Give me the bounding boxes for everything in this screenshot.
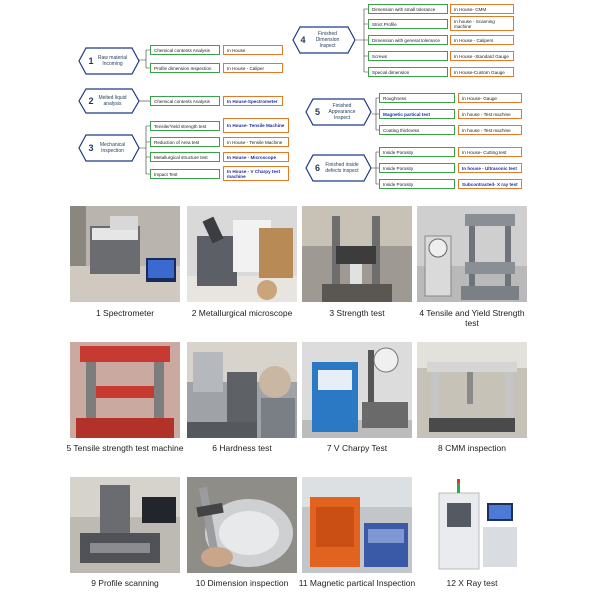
- inspect-1-method-1: In House: [223, 45, 283, 55]
- inspect-2-hexagon: 2 Melted liquid analysis: [78, 88, 140, 114]
- inspect-4-label: Finished Dimension Inspect: [315, 31, 340, 49]
- inspect-1-check-2: Profile dimension Inspection: [150, 63, 220, 73]
- inspect-4-method-1: In House- CMM: [450, 4, 514, 14]
- charpy-test-photo: [302, 342, 412, 438]
- inspect-6-label: Finished inside defects inspect: [325, 162, 359, 174]
- inspect-4-check-3: Dimension with general tolerance: [368, 35, 448, 45]
- caption-6: 6 Hardness test: [212, 443, 272, 453]
- inspect-6-method-3: Subcontracted- X ray test: [458, 179, 522, 189]
- microscope-photo: [187, 206, 297, 302]
- tensile-yield-photo: [417, 206, 527, 302]
- inspect-3-label: Mechanical Inspection: [99, 142, 126, 154]
- inspect-5-method-2: In house - Test machine: [458, 109, 522, 119]
- caption-12: 12 X Ray test: [446, 578, 498, 588]
- caption-2: 2 Metallurgical microscope: [191, 308, 293, 318]
- inspect-5-method-3: In house - Test machine: [458, 125, 522, 135]
- inspect-3-number: 3: [88, 143, 94, 153]
- caption-11: 11 Magnetic partical Inspection: [298, 578, 416, 588]
- inspect-2-method-1: In House-Spectrometer: [223, 96, 283, 106]
- inspect-2-number: 2: [88, 96, 94, 106]
- inspect-4-method-5: In House-Custom Gauge: [450, 67, 514, 77]
- inspect-6-method-1: In House- Cutting test: [458, 147, 522, 157]
- caption-9: 9 Profile scanning: [91, 578, 159, 588]
- inspect-3-method-3: In House - Microscope: [223, 152, 289, 162]
- inspect-4-check-4: Screws: [368, 51, 448, 61]
- inspect-3-method-4: In House - V Charpy test machine: [223, 166, 289, 181]
- inspect-3-check-1: Tensile/Yield strength test: [150, 121, 220, 131]
- inspect-4-check-1: Dimension with small tolerance: [368, 4, 448, 14]
- inspect-4-check-2: Strict Profile: [368, 19, 448, 29]
- inspect-4-method-2: In house - Scanning machine: [450, 16, 514, 31]
- profile-scanning-photo: [70, 477, 180, 573]
- inspect-2-label: Melted liquid analysis: [98, 95, 127, 107]
- hardness-test-photo: [187, 342, 297, 438]
- inspect-1-number: 1: [88, 56, 94, 66]
- inspect-1-check-1: Chemical contents Analysis: [150, 45, 220, 55]
- caption-5: 5 Tensile strength test machine: [66, 443, 184, 453]
- inspect-6-method-2: In house - Ultrasonic test: [458, 163, 522, 173]
- inspect-4-hexagon: 4 Finished Dimension Inspect: [292, 26, 356, 54]
- inspect-4-method-3: In House - Calipers: [450, 35, 514, 45]
- inspect-5-check-1: Roughness: [379, 93, 455, 103]
- tensile-machine-photo: [70, 342, 180, 438]
- inspect-5-check-3: Coating thickness: [379, 125, 455, 135]
- inspect-3-method-2: In House - Tensile Machine: [223, 137, 289, 147]
- inspect-3-check-4: Impact Test: [150, 169, 220, 179]
- inspect-3-method-1: In House- Tensile Machine: [223, 118, 289, 133]
- inspect-4-number: 4: [300, 35, 306, 45]
- inspect-6-check-2: Inside Porosity: [379, 163, 455, 173]
- inspect-5-method-1: In House- Gauge: [458, 93, 522, 103]
- inspect-3-hexagon: 3 Mechanical Inspection: [78, 134, 140, 162]
- inspect-1-method-2: In House - Caliper: [223, 63, 283, 73]
- xray-test-photo: [417, 477, 527, 573]
- inspect-4-check-5: Special dimension: [368, 67, 448, 77]
- inspect-6-check-3: Inside Porosity: [379, 179, 455, 189]
- strength-test-photo: [302, 206, 412, 302]
- magnetic-partical-photo: [302, 477, 412, 573]
- caption-7: 7 V Charpy Test: [326, 443, 388, 453]
- inspect-6-number: 6: [314, 163, 320, 173]
- spectrometer-photo: [70, 206, 180, 302]
- inspect-3-check-2: Reduction of Area test: [150, 137, 220, 147]
- inspect-5-label: Finished Appearance Inspect: [328, 103, 356, 121]
- inspect-5-hexagon: 5 Finished Appearance Inspect: [305, 98, 372, 126]
- cmm-inspection-photo: [417, 342, 527, 438]
- caption-1: 1 Spectrometer: [95, 308, 155, 318]
- dimension-inspection-photo: [187, 477, 297, 573]
- caption-3: 3 Strength test: [329, 308, 385, 318]
- connector-lines: [138, 8, 379, 185]
- inspect-4-method-4: In House -Standard Gauge: [450, 51, 514, 61]
- inspect-5-check-2: Magnetic partical test: [379, 109, 455, 119]
- caption-8: 8 CMM inspection: [437, 443, 507, 453]
- inspect-5-number: 5: [314, 107, 320, 117]
- caption-4: 4 Tensile and Yield Strength test: [419, 308, 525, 328]
- inspect-6-check-1: Inside Porosity: [379, 147, 455, 157]
- inspect-3-check-3: Metallurgical structure test: [150, 152, 220, 162]
- caption-10: 10 Dimension inspection: [195, 578, 289, 588]
- inspect-1-label: Raw material Incoming: [97, 55, 128, 67]
- inspect-6-hexagon: 6 Finished inside defects inspect: [305, 154, 372, 182]
- inspect-2-check-1: Chemical contents Analysis: [150, 96, 220, 106]
